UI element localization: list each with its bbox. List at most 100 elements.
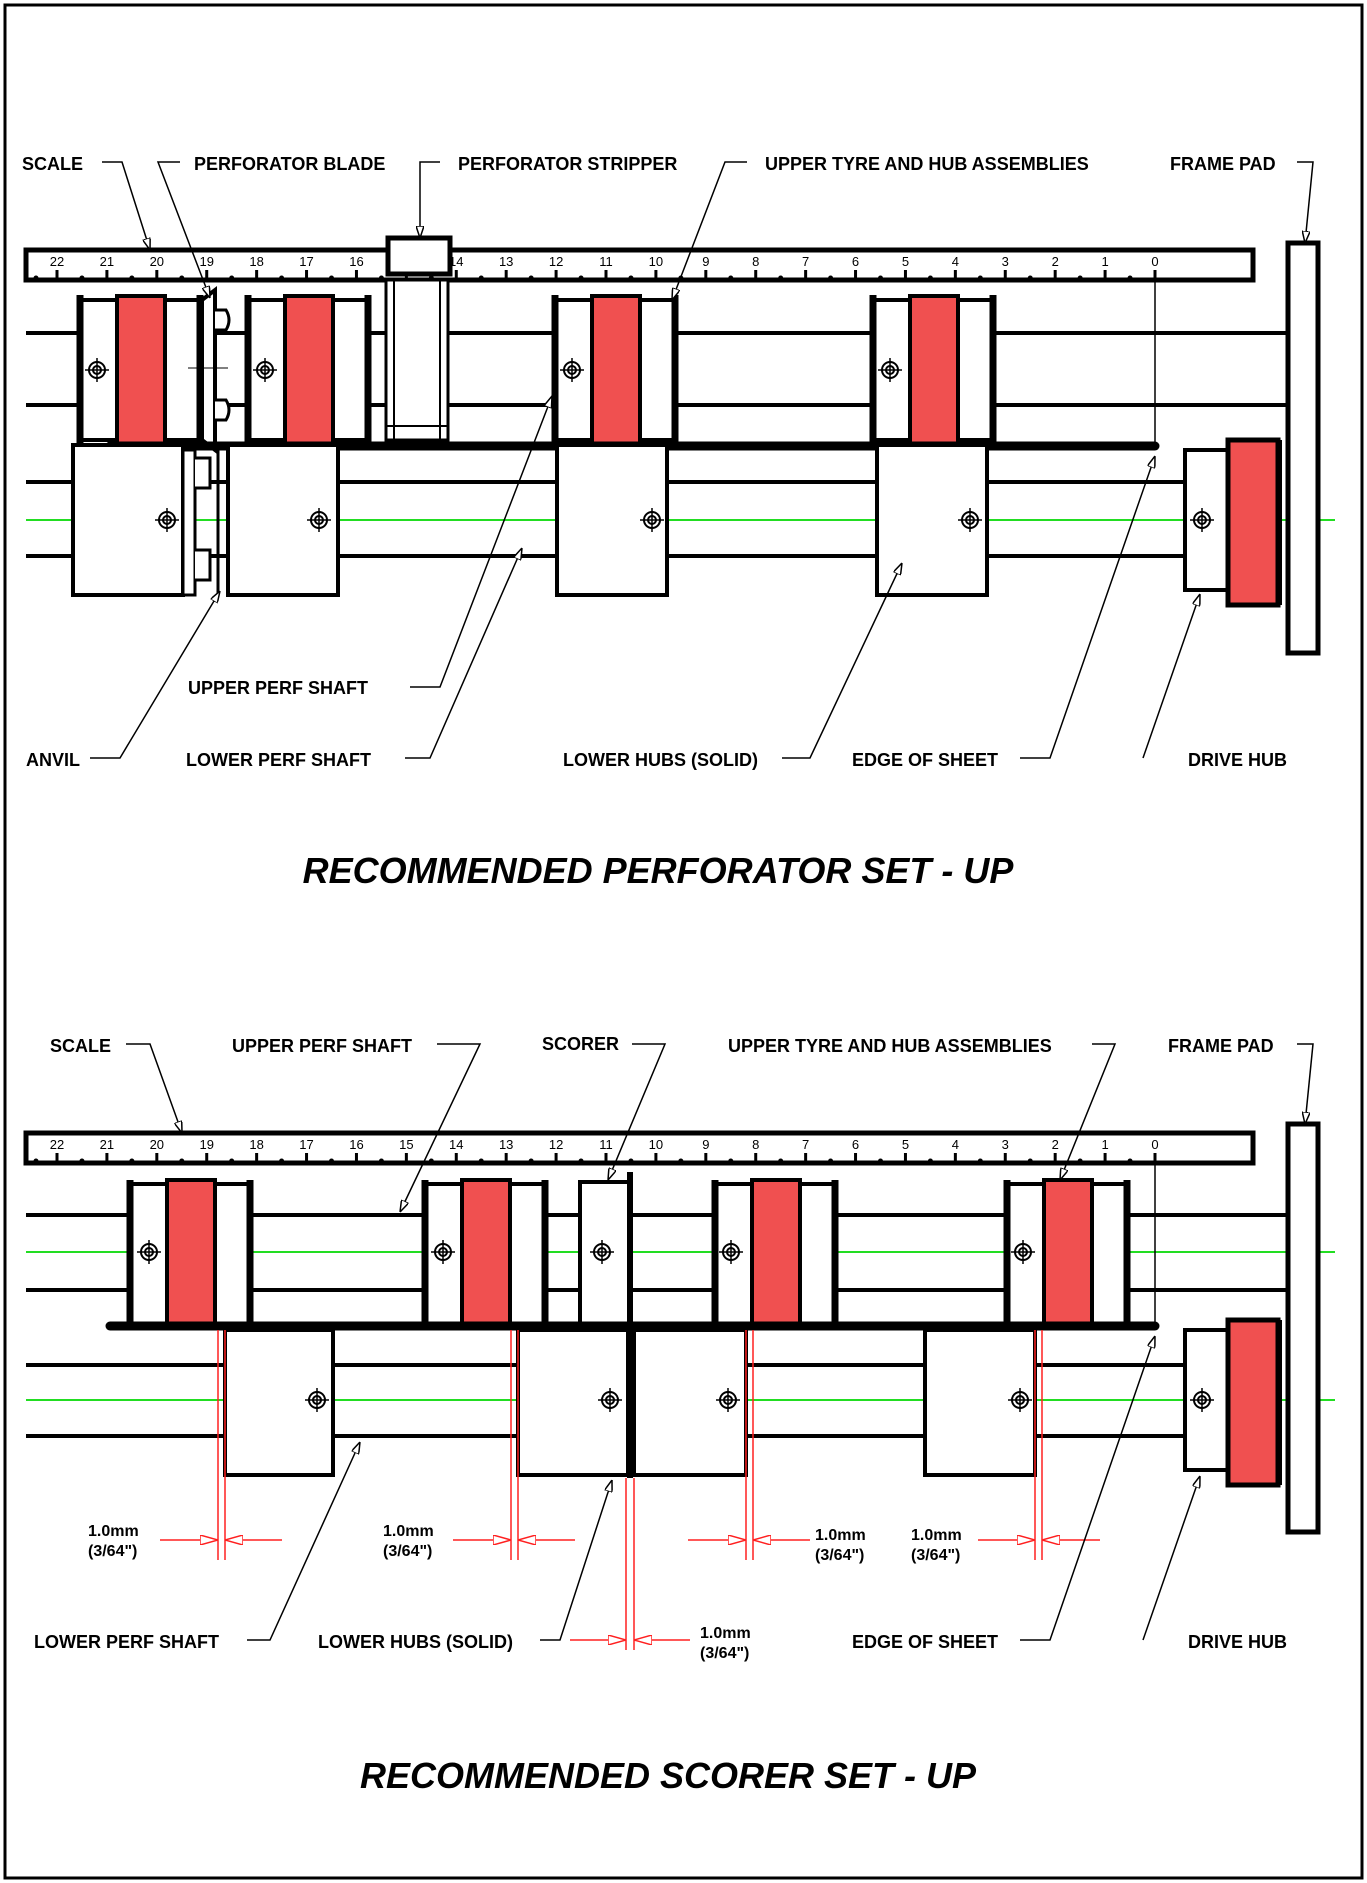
scale-number: 5 <box>902 254 909 269</box>
label-upper-perf-shaft: UPPER PERF SHAFT <box>232 1036 412 1056</box>
scale-tick-minor <box>927 275 933 281</box>
scale-tick-minor <box>1127 275 1133 281</box>
scale-number: 20 <box>150 254 164 269</box>
scale-tick-minor <box>229 275 235 281</box>
scale-number: 22 <box>50 1137 64 1152</box>
scale-tick-minor <box>279 275 285 281</box>
scorer-title: RECOMMENDED SCORER SET - UP <box>360 1755 977 1796</box>
scale-tick-minor <box>628 1158 634 1164</box>
scale-tick-minor <box>778 1158 784 1164</box>
scale-tick-minor <box>578 275 584 281</box>
scale-tick-minor <box>179 1158 185 1164</box>
scale-tick-minor <box>1077 1158 1083 1164</box>
scale-tick-minor <box>528 1158 534 1164</box>
scale-number: 5 <box>902 1137 909 1152</box>
label-scale: SCALE <box>50 1036 111 1056</box>
scale-tick-minor <box>977 1158 983 1164</box>
dim-5-imperial: (3/64") <box>911 1547 960 1564</box>
scale-number: 7 <box>802 1137 809 1152</box>
scale-number: 21 <box>100 1137 114 1152</box>
scale-tick-minor <box>578 1158 584 1164</box>
scale-number: 4 <box>952 254 959 269</box>
upper-tyre-hub-1 <box>76 294 204 446</box>
label-perforator-stripper: PERFORATOR STRIPPER <box>458 154 677 174</box>
scale-number: 19 <box>199 254 213 269</box>
scale-tick-minor <box>1077 275 1083 281</box>
frame-pad <box>1285 240 1321 656</box>
scale-tick-minor <box>33 1158 39 1164</box>
upper-tyre-hub-4 <box>869 294 997 446</box>
label-upper-tyre-hub: UPPER TYRE AND HUB ASSEMBLIES <box>765 154 1089 174</box>
dim-3-metric: 1.0mm <box>700 1625 751 1642</box>
scale-tick-minor <box>129 275 135 281</box>
label-frame-pad: FRAME PAD <box>1170 154 1276 174</box>
label-scorer: SCORER <box>542 1034 619 1054</box>
scale-number: 16 <box>349 1137 363 1152</box>
dim-1-metric: 1.0mm <box>88 1523 139 1540</box>
upper-tyre-hub-2 <box>244 294 372 446</box>
scale-tick-minor <box>179 275 185 281</box>
scale-tick-minor <box>478 1158 484 1164</box>
scale-number: 9 <box>702 254 709 269</box>
label-scale: SCALE <box>22 154 83 174</box>
scale-number: 19 <box>199 1137 213 1152</box>
scale-tick-minor <box>1027 1158 1033 1164</box>
scale-number: 15 <box>399 1137 413 1152</box>
scale-tick-minor <box>628 275 634 281</box>
scale-number: 12 <box>549 254 563 269</box>
upper-tyre-hub-4 <box>1003 1178 1131 1330</box>
scale-number: 4 <box>952 1137 959 1152</box>
leader-lines <box>126 1043 1314 1641</box>
label-lower-perf-shaft: LOWER PERF SHAFT <box>186 750 371 770</box>
scale-number: 12 <box>549 1137 563 1152</box>
scale-tick-minor <box>728 1158 734 1164</box>
scale-number: 8 <box>752 1137 759 1152</box>
scale-tick-minor <box>378 275 384 281</box>
lower-hubs <box>223 1326 1037 1478</box>
scale-tick-minor <box>279 1158 285 1164</box>
dim-2-metric: 1.0mm <box>383 1523 434 1540</box>
label-lower-hubs: LOWER HUBS (SOLID) <box>563 750 758 770</box>
label-edge-of-sheet: EDGE OF SHEET <box>852 1632 998 1652</box>
scale-tick-minor <box>378 1158 384 1164</box>
dim-1-imperial: (3/64") <box>88 1543 137 1560</box>
scale-number: 1 <box>1101 1137 1108 1152</box>
dim-4-imperial: (3/64") <box>815 1547 864 1564</box>
scale-number: 18 <box>249 1137 263 1152</box>
upper-tyre-hub-2 <box>421 1178 549 1330</box>
drive-hub <box>1183 437 1282 608</box>
anvil <box>181 448 220 597</box>
scale-tick-minor <box>977 275 983 281</box>
scale-tick-minor <box>129 1158 135 1164</box>
scale-number: 11 <box>599 254 613 269</box>
scale-tick-minor <box>329 1158 334 1164</box>
scale-number: 6 <box>852 254 859 269</box>
scale-tick-minor <box>778 275 784 281</box>
frame-pad <box>1285 1121 1321 1535</box>
dim-4-metric: 1.0mm <box>815 1527 866 1544</box>
scale-number: 0 <box>1151 1137 1158 1152</box>
dimension-lines <box>160 1330 1100 1650</box>
scale-tick-minor <box>878 275 883 281</box>
scale-number: 13 <box>499 1137 513 1152</box>
label-frame-pad: FRAME PAD <box>1168 1036 1274 1056</box>
scale-number: 17 <box>299 254 313 269</box>
label-drive-hub: DRIVE HUB <box>1188 750 1287 770</box>
label-anvil: ANVIL <box>26 750 80 770</box>
scale-tick-minor <box>329 275 334 281</box>
scale-number: 14 <box>449 254 463 269</box>
scale-tick-minor <box>927 1158 933 1164</box>
label-perforator-blade: PERFORATOR BLADE <box>194 154 385 174</box>
scale-tick-minor <box>678 1158 684 1164</box>
scale-number: 9 <box>702 1137 709 1152</box>
scale-number: 8 <box>752 254 759 269</box>
scale-tick-minor <box>79 275 85 281</box>
scale-tick-minor <box>1127 1158 1133 1164</box>
scale-tick-minor <box>229 1158 235 1164</box>
scale-number: 3 <box>1002 254 1009 269</box>
label-upper-tyre-hub: UPPER TYRE AND HUB ASSEMBLIES <box>728 1036 1052 1056</box>
dim-2-imperial: (3/64") <box>383 1543 432 1560</box>
scale-tick-minor <box>428 1158 434 1164</box>
